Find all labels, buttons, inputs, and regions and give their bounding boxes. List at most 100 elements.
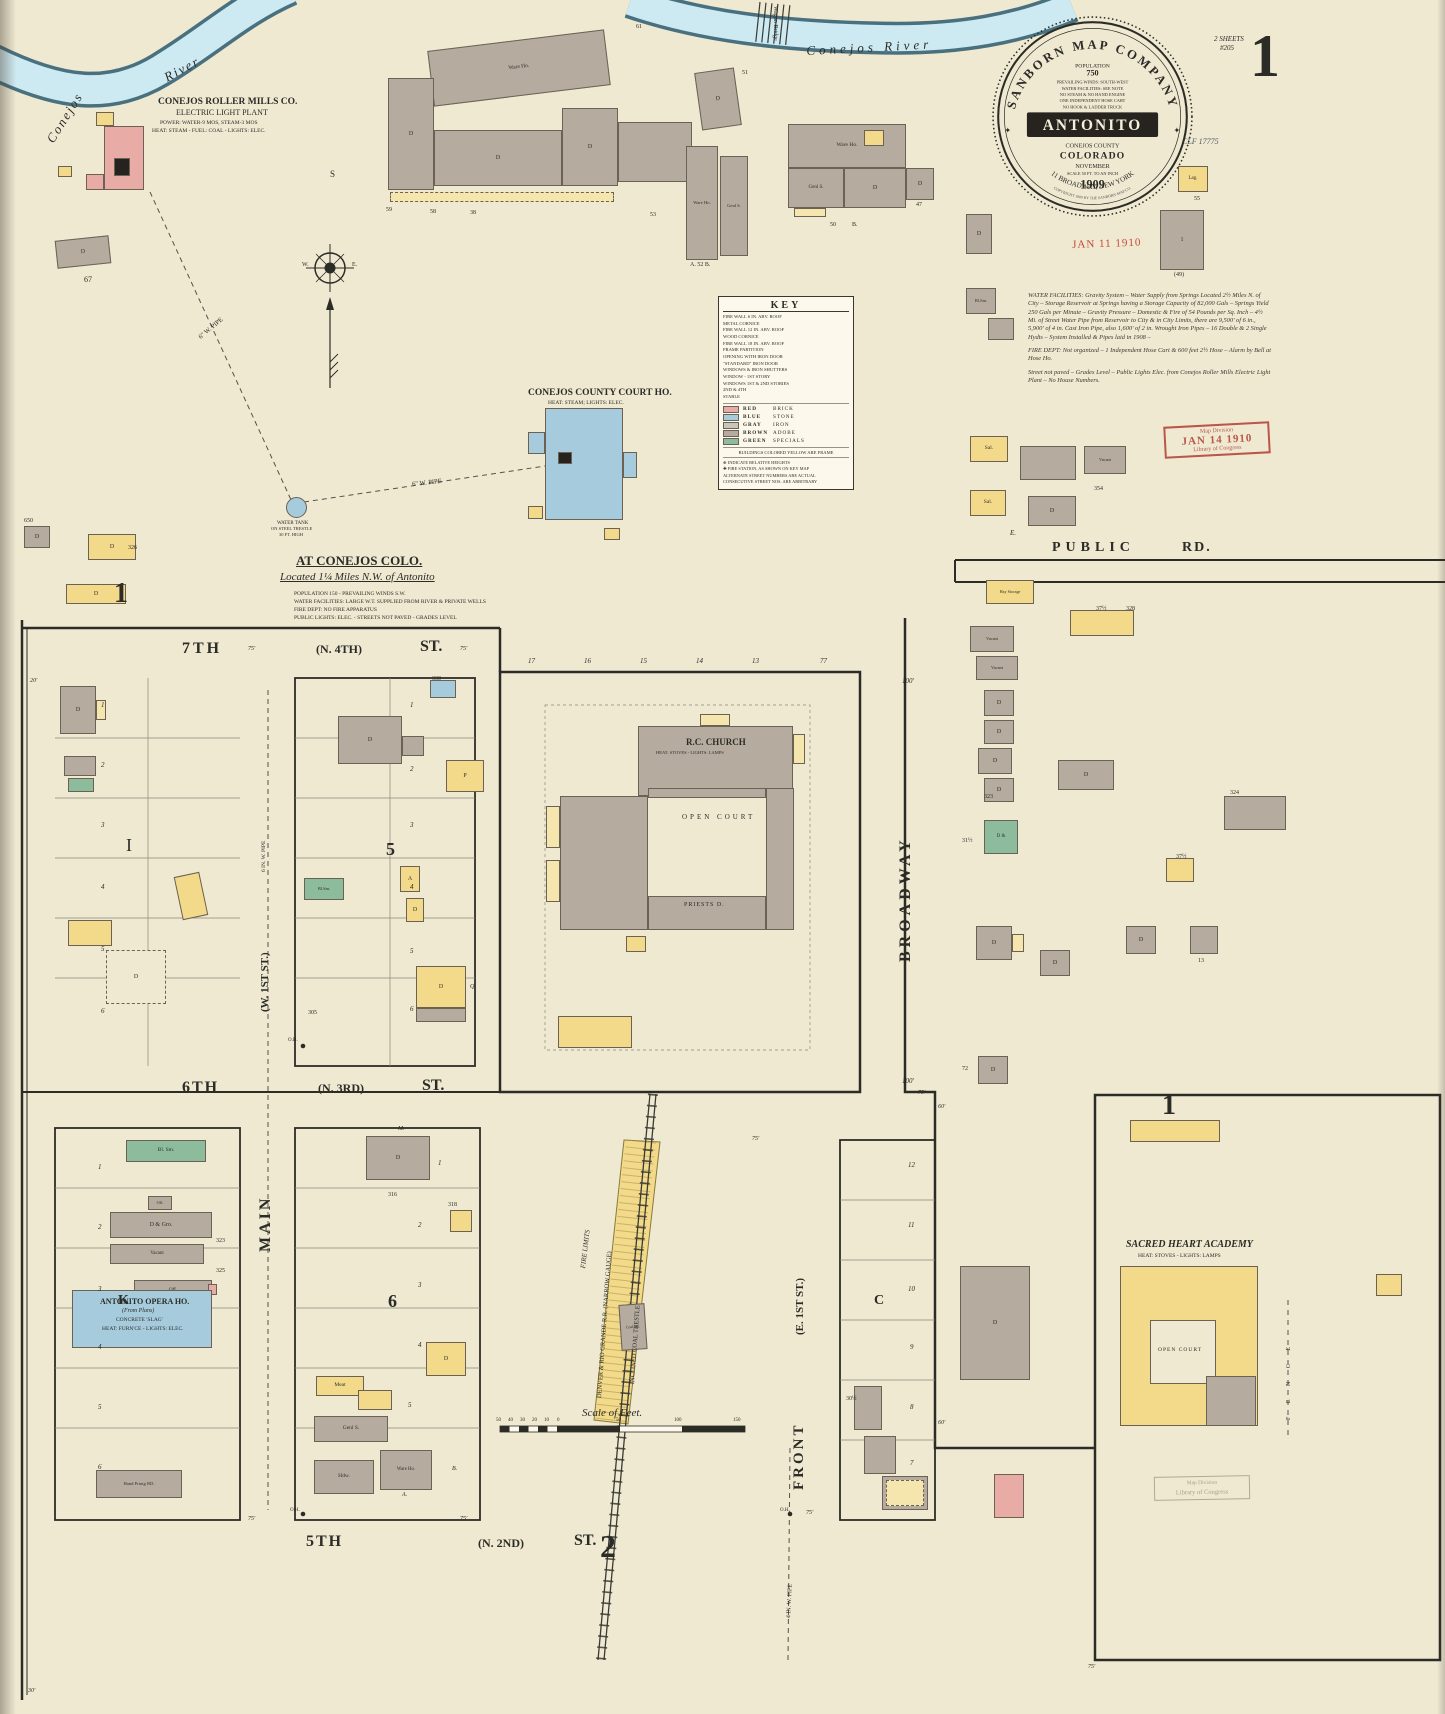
conejos-note-4: PUBLIC LIGHTS: ELEC. - STREETS NOT PAVED… (294, 615, 457, 621)
office-k-small: Off. (148, 1196, 172, 1210)
seal-city-ribbon (1026, 112, 1159, 137)
dwelling-72: D (978, 1056, 1008, 1084)
num-650: 650 (24, 518, 33, 524)
dwelling-bdwy-6: D (1126, 926, 1156, 954)
river-left-2: River (161, 53, 203, 85)
num-354: 354 (1094, 486, 1103, 492)
church-front-wing (638, 726, 793, 796)
num-59: 59 (386, 207, 392, 213)
conejos-note-title: AT CONEJOS COLO. (296, 553, 423, 568)
lot-b6-3: 3 (418, 1281, 422, 1289)
vacant-354: Vacant (1084, 446, 1126, 474)
dim-75-5: 75' (752, 1136, 760, 1142)
dim-75-2: 75' (460, 646, 468, 652)
num-61: 61 (636, 24, 642, 30)
street-main: MAIN (257, 1195, 274, 1252)
dim-75-8: 75' (1088, 1664, 1096, 1670)
lot-k-6: 6 (98, 1463, 102, 1471)
water-pipes (149, 191, 791, 1661)
compass-w: W. (302, 262, 309, 268)
dwelling-323: D (984, 778, 1014, 802)
num-50: 50 (830, 222, 836, 228)
laundry-55: Lag. (1178, 166, 1208, 192)
stamp-library-faint: Map Division Library of Congress (1153, 1475, 1251, 1501)
church-priests: PRIESTS D. (684, 902, 725, 908)
street-e1st: (E. 1ST ST.) (794, 1277, 806, 1335)
seal-note-5: NO HOOK & LADDER TRUCK (1063, 104, 1123, 109)
vacant-k: Vacant (110, 1244, 204, 1264)
dwelling-bdwy-3: D (978, 748, 1012, 774)
seal-county: CONEJOS COUNTY (1066, 143, 1121, 149)
repair-shop (988, 318, 1014, 340)
court-outbldg-2 (604, 528, 620, 540)
dwelling-blk6-lot1: D (366, 1136, 430, 1180)
dwelling-bdwy-1: D (984, 690, 1014, 716)
lot-b5-2: 2 (410, 765, 414, 773)
church-property-line (544, 704, 811, 1051)
brick-dot-k (208, 1284, 217, 1295)
court-house-east-wing (623, 452, 637, 478)
porch-front (886, 1480, 924, 1506)
scale-50b: 50 (616, 1418, 621, 1423)
lot-b5-5: 5 (410, 947, 414, 955)
opera-plans: (From Plans) (122, 1308, 155, 1314)
church-porch-3 (793, 734, 805, 764)
lot-f-8: 8 (910, 1403, 914, 1411)
dim-75-1: 75' (248, 646, 256, 652)
conejos-note-sub: Located 1¼ Miles N.W. of Antonito (280, 571, 435, 583)
num-51: 51 (742, 70, 748, 76)
dwelling-bdwy-5: D (1040, 950, 1070, 976)
seal-city: ANTONITO (1043, 117, 1142, 134)
num-b: B. (852, 222, 858, 228)
seal-state: COLORADO (1060, 151, 1125, 162)
dwelling-354b: D (1028, 496, 1076, 526)
key-title: KEY (723, 300, 849, 312)
compass-rose (306, 244, 354, 292)
river-left (0, 0, 296, 105)
dwelling-50: D (844, 168, 906, 208)
church-court-north (648, 788, 766, 798)
railroad-rail-2 (603, 1093, 657, 1661)
north-arrow (326, 297, 339, 388)
dwelling-326: D (88, 534, 136, 560)
dim-100-1: 100' (902, 677, 914, 685)
scale-50a: 50 (496, 1418, 501, 1423)
faint-stamp-line1: Map Division (1186, 1479, 1218, 1487)
academy-wing (1206, 1376, 1256, 1426)
street-6th-alt: (N. 3RD) (318, 1081, 364, 1095)
wagon-bridge-hatch (755, 1, 791, 45)
num-13: 13 (1198, 958, 1204, 964)
dwelling-margin-right: D (966, 214, 992, 254)
church-porch-2 (546, 860, 560, 902)
block-letter-c: C (874, 1293, 885, 1308)
street-public: PUBLIC (1052, 540, 1135, 555)
num-58: 58 (430, 209, 436, 215)
church-lot-15: 15 (640, 657, 647, 665)
water-tank-3: 30 FT. HIGH (279, 532, 304, 537)
crossed-324 (1224, 796, 1286, 830)
opera-house (72, 1290, 212, 1348)
num-52: A. 52 B. (690, 262, 711, 268)
num-325: 325 (216, 1268, 225, 1274)
mills-engine-core (114, 158, 130, 176)
academy-title: SACRED HEART ACADEMY (1126, 1239, 1253, 1250)
railroad-rail-1 (597, 1093, 651, 1661)
num-72: 72 (962, 1066, 968, 1072)
lot-1: 1 (101, 701, 105, 709)
sheets-note-2: #205 (1220, 44, 1234, 52)
num-31half: 31½ (962, 838, 973, 844)
compass-e: E. (352, 262, 358, 268)
water-tank-2: ON STEEL TRESTLE (271, 526, 313, 531)
street-note: Street not paved – Grades Level – Public… (1028, 368, 1271, 384)
crossed-13 (1190, 926, 1218, 954)
oh-3: O.H. (780, 1508, 790, 1513)
dwelling-47: D (906, 168, 934, 200)
sheet-ref-2: 2 (600, 1528, 616, 1564)
vacant-bdwy-2: Vacant (976, 656, 1018, 680)
lot-b5-3: 3 (410, 821, 414, 829)
dwelling-east: D (1058, 760, 1114, 790)
